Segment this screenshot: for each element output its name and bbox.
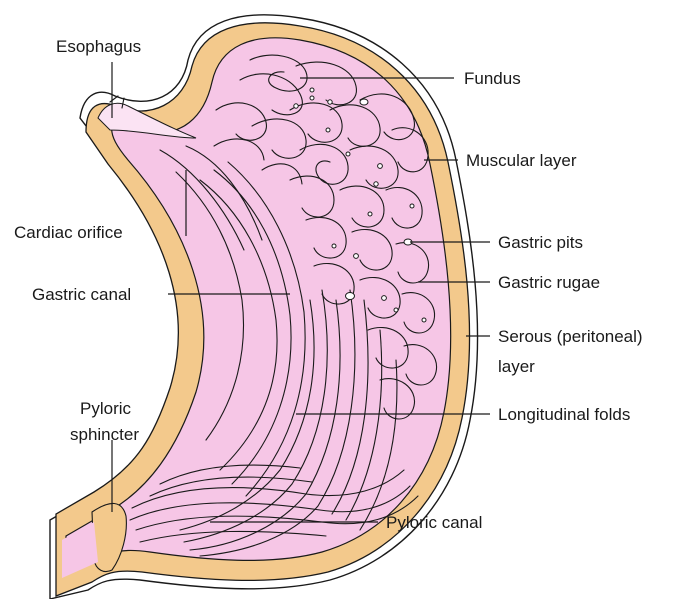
label-pyloric-sphincter-line1: Pyloric xyxy=(80,399,132,418)
label-fundus: Fundus xyxy=(464,69,521,88)
label-longitudinal-folds: Longitudinal folds xyxy=(498,405,630,424)
label-pyloric-canal: Pyloric canal xyxy=(386,513,482,532)
label-esophagus: Esophagus xyxy=(56,37,141,56)
label-serous-layer-line2: layer xyxy=(498,357,535,376)
label-gastric-pits: Gastric pits xyxy=(498,233,583,252)
label-muscular-layer: Muscular layer xyxy=(466,151,577,170)
label-cardiac-orifice: Cardiac orifice xyxy=(14,223,123,242)
label-gastric-rugae: Gastric rugae xyxy=(498,273,600,292)
label-serous-layer-line1: Serous (peritoneal) xyxy=(498,327,643,346)
label-pyloric-sphincter-line2: sphincter xyxy=(70,425,139,444)
label-gastric-canal: Gastric canal xyxy=(32,285,131,304)
